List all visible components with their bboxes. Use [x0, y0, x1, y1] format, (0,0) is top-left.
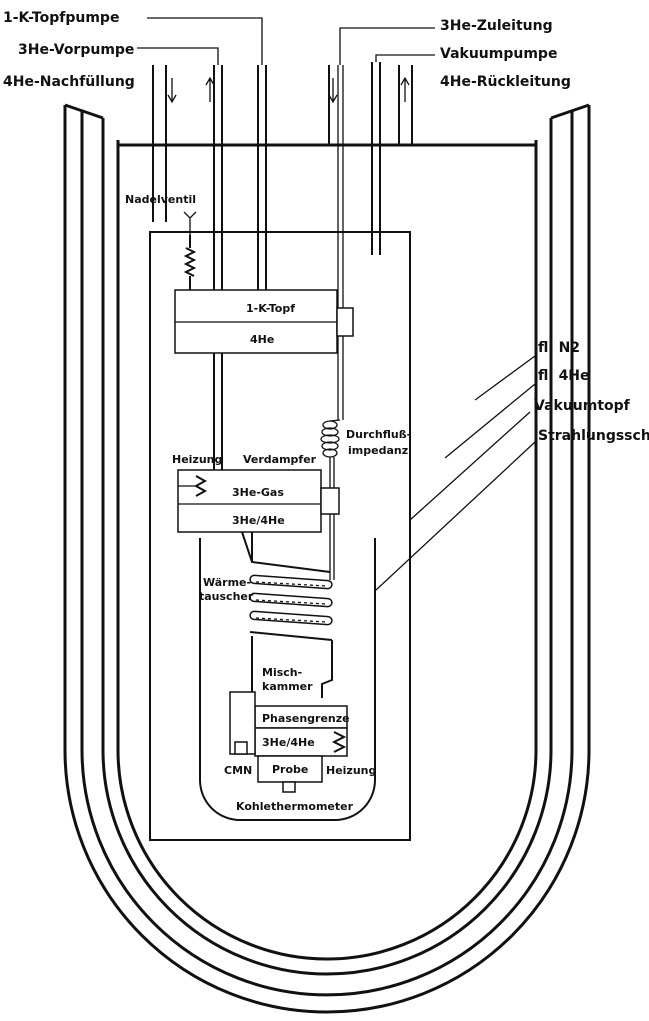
label-phasengrenze: Phasengrenze	[262, 712, 350, 725]
label-he4: 4He	[250, 333, 274, 346]
radiation-shield	[199, 538, 376, 821]
label-probe: Probe	[272, 763, 308, 776]
label-he3-vorpumpe: 3He-Vorpumpe	[18, 42, 134, 58]
label-he3-zuleitung: 3He-Zuleitung	[440, 18, 553, 34]
label-heizung-top: Heizung	[172, 453, 222, 466]
label-impedanz: impedanz	[348, 444, 408, 457]
still-funnel	[241, 531, 331, 573]
label-durchfluss: Durchfluß-	[346, 428, 411, 441]
right-leader-lines	[375, 355, 536, 591]
label-fl-he4: fl. 4He	[538, 368, 590, 384]
label-he3-he4-top: 3He/4He	[232, 514, 285, 527]
heat-exchanger	[249, 574, 333, 641]
label-he3-he4-bottom: 3He/4He	[262, 736, 315, 749]
label-tauscher: tauscher	[199, 590, 254, 603]
label-topfpumpe: 1-K-Topfpumpe	[3, 10, 119, 26]
mixing-chamber	[229, 636, 348, 793]
label-misch: Misch-	[262, 666, 302, 679]
label-he4-nachfuellung: 4He-Nachfüllung	[3, 74, 135, 90]
label-vakuumpumpe: Vakuumpumpe	[440, 46, 557, 62]
labels: 1-K-Topfpumpe 3He-Vorpumpe 4He-Nachfüllu…	[3, 10, 649, 813]
label-cmn: CMN	[224, 764, 252, 777]
label-strahlungsschild: Strahlungsschild	[538, 428, 649, 444]
pump-lines	[152, 62, 413, 470]
flow-impedance	[320, 419, 341, 580]
flow-arrows	[167, 76, 410, 104]
inner-dewar	[80, 110, 574, 997]
label-he4-rueckleitung: 4He-Rückleitung	[440, 74, 571, 90]
label-kohlethermometer: Kohlethermometer	[236, 800, 354, 813]
label-verdampfer: Verdampfer	[243, 453, 317, 466]
outer-dewar	[63, 103, 591, 1014]
label-kammer: kammer	[262, 680, 313, 693]
one-k-pot	[174, 289, 354, 354]
top-leader-lines	[137, 17, 435, 65]
label-1k-topf: 1-K-Topf	[246, 302, 295, 315]
label-nadelventil: Nadelventil	[125, 193, 196, 206]
vacuum-can	[149, 231, 411, 841]
still	[177, 469, 340, 533]
label-vakuumtopf: Vakuumtopf	[534, 398, 631, 414]
label-he3-gas: 3He-Gas	[232, 486, 284, 499]
label-fl-n2: fl. N2	[538, 340, 580, 356]
label-waerme: Wärme-	[203, 576, 251, 589]
label-heizung-bottom: Heizung	[326, 764, 376, 777]
